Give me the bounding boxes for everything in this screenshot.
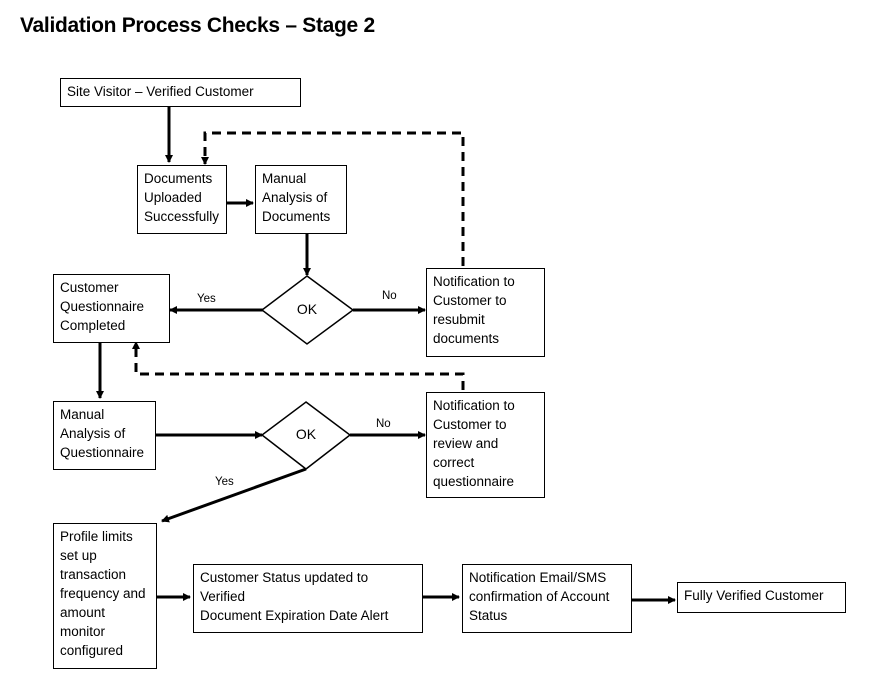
node-documents-uploaded-label: Documents Uploaded Successfully <box>144 171 220 224</box>
decision-ok-documents-label: OK <box>296 301 318 317</box>
decision-ok-questionnaire <box>260 401 352 470</box>
node-questionnaire-completed-label: Customer Questionnaire Completed <box>60 280 145 333</box>
node-fully-verified-customer-label: Fully Verified Customer <box>684 588 824 603</box>
node-manual-analysis-questionnaire-label: Manual Analysis of Questionnaire <box>60 407 145 460</box>
node-profile-limits-label: Profile limits set up transaction freque… <box>60 529 146 658</box>
decision-ok-documents <box>260 275 355 345</box>
node-fully-verified-customer: Fully Verified Customer <box>677 582 846 613</box>
edge-label-yes-questionnaire: Yes <box>215 476 234 488</box>
node-customer-status-updated-label: Customer Status updated to Verified Docu… <box>200 570 389 623</box>
node-notification-email-sms-label: Notification Email/SMS confirmation of A… <box>469 570 610 623</box>
page-title: Validation Process Checks – Stage 2 <box>20 14 375 37</box>
edge-label-yes-documents: Yes <box>197 293 216 305</box>
node-profile-limits: Profile limits set up transaction freque… <box>53 523 157 669</box>
node-notification-review: Notification to Customer to review and c… <box>426 392 545 498</box>
decision-ok-questionnaire-label: OK <box>295 426 317 442</box>
edge-label-no-documents: No <box>382 290 397 302</box>
node-notification-resubmit-label: Notification to Customer to resubmit doc… <box>433 274 515 346</box>
node-manual-analysis-questionnaire: Manual Analysis of Questionnaire <box>53 401 156 470</box>
node-notification-email-sms: Notification Email/SMS confirmation of A… <box>462 564 632 633</box>
node-questionnaire-completed: Customer Questionnaire Completed <box>53 274 170 343</box>
node-customer-status-updated: Customer Status updated to Verified Docu… <box>193 564 423 633</box>
node-site-visitor: Site Visitor – Verified Customer <box>60 78 301 107</box>
node-site-visitor-label: Site Visitor – Verified Customer <box>67 84 254 99</box>
dashed-review-loop <box>132 341 465 390</box>
node-notification-resubmit: Notification to Customer to resubmit doc… <box>426 268 545 357</box>
node-manual-analysis-documents: Manual Analysis of Documents <box>255 165 347 234</box>
node-manual-analysis-documents-label: Manual Analysis of Documents <box>262 171 331 224</box>
node-documents-uploaded: Documents Uploaded Successfully <box>137 165 227 234</box>
dashed-resubmit-loop <box>201 131 465 266</box>
edge-label-no-questionnaire: No <box>376 418 391 430</box>
node-notification-review-label: Notification to Customer to review and c… <box>433 398 515 489</box>
arrow-ok2-yes <box>161 467 307 523</box>
